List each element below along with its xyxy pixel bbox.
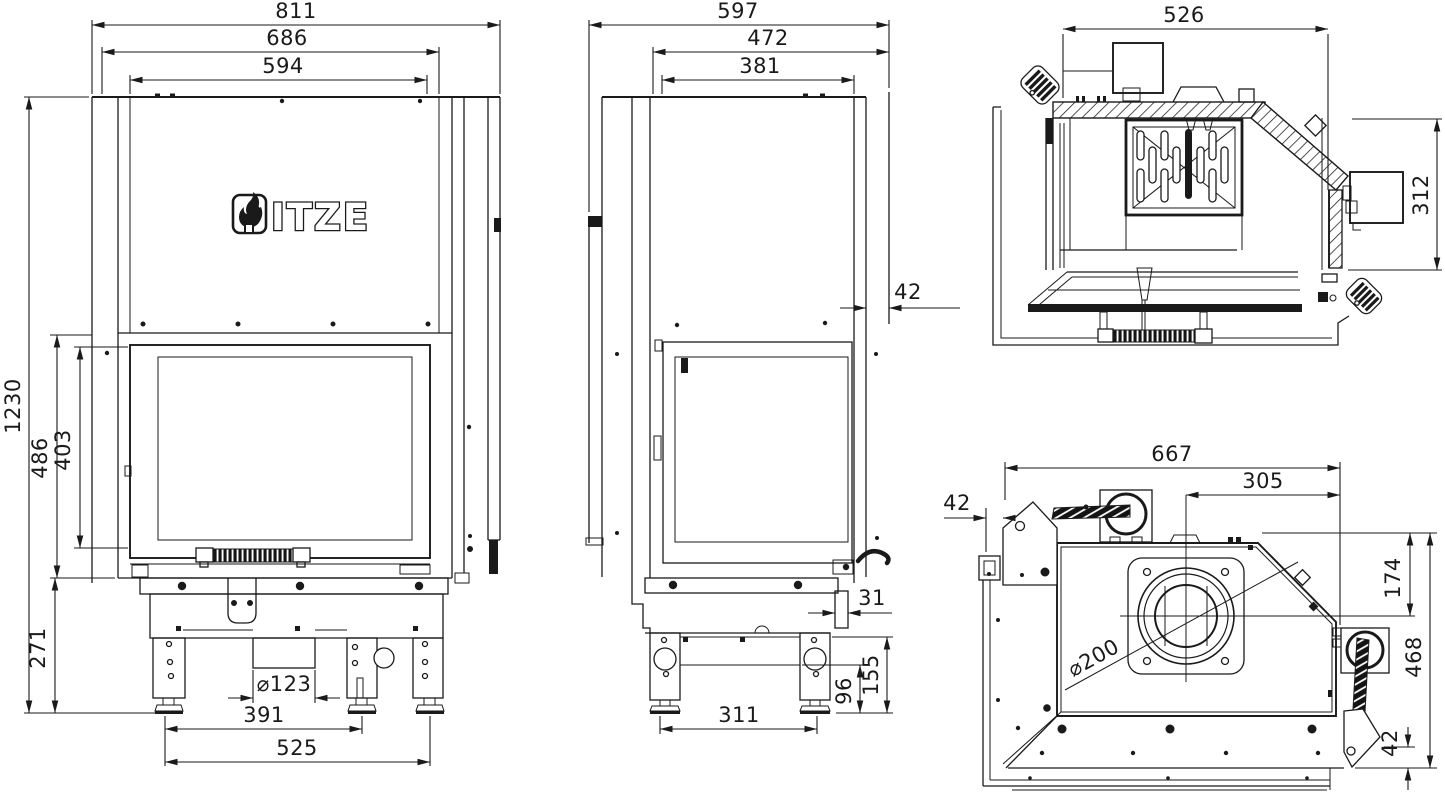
dim-side-legs-height: 155 [859,654,883,696]
side-base [631,577,849,714]
dim-front-overall-width: 811 [275,0,317,23]
dim-front-body-width: 686 [266,26,308,50]
dim-side-foot-height: 96 [832,677,856,705]
section-shell [992,106,1350,346]
side-dimensions: 597 472 381 42 31 155 96 311 [588,0,960,734]
top-dimensions: 667 305 42 174 468 42 ⌀200 [943,442,1437,790]
top-shell [978,555,1344,791]
section-top [1052,42,1349,191]
top-roller-right [1332,627,1390,769]
top-outline [978,501,1344,791]
front-right-latch-mark [494,218,501,232]
side-left-latch-mark [588,216,602,227]
dim-front-feet-spacing: 391 [243,703,285,727]
corner-plate-right [1343,708,1381,769]
section-walls [1045,118,1343,270]
top-flue [1064,495,1415,691]
dim-front-overall-height: 1230 [1,378,25,433]
section-corner-bracket-bottom [1345,277,1383,315]
dim-section-top-width: 526 [1163,3,1205,27]
dim-top-front-gap: 42 [1378,729,1402,757]
dim-side-feet-spacing: 311 [718,703,760,727]
side-view-drawing: 597 472 381 42 31 155 96 311 [585,0,960,734]
dim-front-base-width: 525 [276,736,318,760]
door-glass-mark [681,358,688,373]
dim-front-glass-width: 594 [262,54,304,78]
dim-top-overall-depth: 468 [1402,636,1426,678]
side-body [585,92,890,583]
section-view-drawing: 526 312 [992,3,1442,346]
dim-top-flue-depth: 174 [1381,557,1405,599]
front-door-vent-grille [195,547,311,568]
dim-side-rear-gap: 42 [894,280,922,304]
dim-top-overall-width: 667 [1151,442,1193,466]
flame-icon [239,192,263,228]
front-dimensions: 811 686 594 1230 486 403 271 ⌀123 391 52… [1,0,501,766]
dim-section-outlet-height: 312 [1409,174,1433,216]
side-door [653,339,891,575]
dim-side-overall-depth: 597 [717,0,759,23]
front-view-drawing: ITZE [1,0,501,766]
dim-front-door-height: 486 [28,437,52,479]
section-corner-bracket-top [1020,65,1060,105]
logo-text: ITZE [271,196,370,239]
dim-top-flue-offset: 305 [1242,469,1284,493]
section-dimensions: 526 312 [1062,3,1442,271]
top-roller-left [1051,489,1153,543]
dim-front-base-height: 271 [26,627,50,669]
dim-front-intake-diameter: ⌀123 [257,672,312,696]
front-body: ITZE [91,93,501,583]
dim-side-frame-gap: 31 [858,586,886,610]
air-intake-outline [252,637,316,669]
door-handle [832,548,891,575]
base-hole [373,647,395,669]
section-outlet [1342,171,1404,231]
front-feet [154,697,445,714]
section-chamber-bottom [1027,215,1338,344]
dim-side-body-depth: 472 [747,26,789,50]
top-view-drawing: 667 305 42 174 468 42 ⌀200 [943,442,1437,791]
front-base [139,577,449,714]
dim-side-glass-depth: 381 [739,54,781,78]
dim-top-side-gap: 42 [943,491,971,515]
dim-front-glass-height: 403 [51,429,75,471]
damper-box [1303,113,1328,138]
flue-connector-section [1112,42,1164,94]
front-door [118,332,470,584]
actuator-rod-left [1051,504,1131,520]
section-grate [1124,118,1244,217]
hitze-logo: ITZE [231,192,370,240]
